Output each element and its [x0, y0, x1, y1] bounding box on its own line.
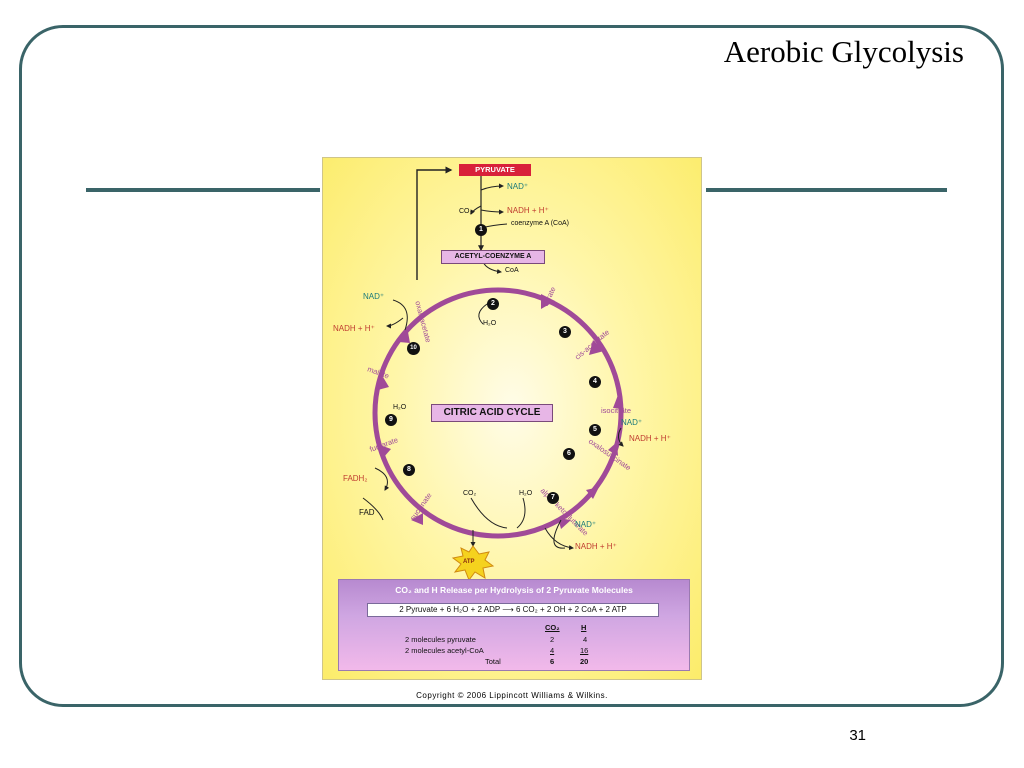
row-label: 2 molecules pyruvate [405, 635, 476, 644]
top-co2-label: CO₂ [459, 208, 473, 215]
h2o-step9-label: H₂O [393, 404, 407, 411]
col-header-co2: CO₂ [545, 623, 560, 632]
step-badge-10: 10 [407, 342, 420, 355]
fadh2-label: FADH₂ [343, 474, 368, 483]
step-badge-2: 2 [487, 298, 499, 310]
nadh-right-label: NADH + H⁺ [629, 434, 671, 443]
step-badge-1: 1 [475, 224, 487, 236]
cycle-ring [372, 287, 624, 539]
nad-bottom-label: NAD⁺ [575, 520, 597, 529]
coenzyme-label: coenzyme A (CoA) [511, 220, 569, 227]
top-nadh-label: NADH + H⁺ [507, 206, 549, 215]
fad-label: FAD [359, 508, 375, 517]
step-badge-9: 9 [385, 414, 397, 426]
row-co2: 2 [550, 635, 555, 644]
nad-right-label: NAD⁺ [621, 418, 643, 427]
row-label: 2 molecules acetyl-CoA [405, 646, 484, 655]
ring-arrowheads [378, 294, 624, 529]
nadh-left-label: NADH + H⁺ [333, 324, 375, 333]
page-number: 31 [849, 727, 866, 744]
title-rule-right [706, 188, 947, 192]
citric-acid-cycle-label: CITRIC ACID CYCLE [431, 404, 553, 422]
col-header-h: H [581, 623, 587, 632]
row-co2: 6 [550, 657, 555, 666]
feedback-arrow [416, 166, 453, 280]
step-badge-5: 5 [589, 424, 601, 436]
summary-equation: 2 Pyruvate + 6 H₂O + 2 ADP ⟶ 6 CO₂ + 2 O… [367, 603, 659, 617]
summary-title: CO₂ and H Release per Hydrolysis of 2 Py… [395, 585, 633, 595]
step-badge-4: 4 [589, 376, 601, 388]
atp-label: ATP [463, 559, 475, 565]
copyright-text: Copyright © 2006 Lippincott Williams & W… [416, 691, 608, 700]
acetyl-coa-box: ACETYL-COENZYME A [441, 250, 545, 264]
step-badge-8: 8 [403, 464, 415, 476]
top-nad-label: NAD⁺ [507, 182, 529, 191]
citric-acid-cycle-figure: PYRUVATE ACETYL-COENZYME A CITRIC ACID C… [322, 157, 702, 680]
summary-panel: CO₂ and H Release per Hydrolysis of 2 Py… [338, 579, 690, 671]
nadh-bottom-label: NADH + H⁺ [575, 542, 617, 551]
row-h: 4 [583, 635, 588, 644]
row-co2: 4 [550, 646, 555, 655]
cycle-diagram [362, 166, 624, 582]
co2-bottom-label: CO₂ [463, 490, 477, 497]
title-rule-left [86, 188, 320, 192]
coa-out-label: CoA [505, 267, 519, 274]
h2o-bottom-label: H₂O [519, 490, 533, 497]
step-badge-3: 3 [559, 326, 571, 338]
slide-title: Aerobic Glycolysis [723, 34, 964, 69]
slide-frame [19, 25, 1004, 707]
isocitrate-label: isocitrate [601, 406, 632, 415]
step-badge-6: 6 [563, 448, 575, 460]
step-badge-7: 7 [547, 492, 559, 504]
pyruvate-box: PYRUVATE [459, 164, 531, 176]
row-label: Total [485, 657, 501, 666]
row-h: 20 [580, 657, 589, 666]
nad-left-label: NAD⁺ [363, 292, 385, 301]
h2o-step2-label: H₂O [483, 320, 497, 327]
row-h: 16 [580, 646, 589, 655]
